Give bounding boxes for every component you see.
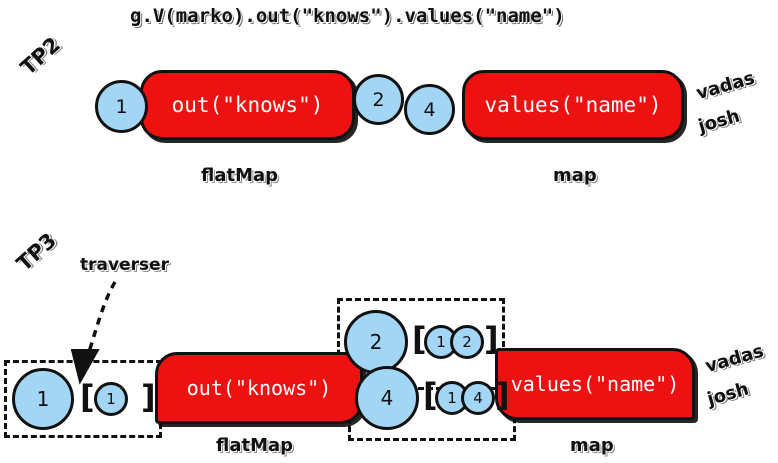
tp2-result-vadas: vadas: [694, 67, 758, 105]
tp3-branch-upper-node[interactable]: 2: [344, 310, 408, 374]
tp3-version-label: TP3: [12, 228, 62, 276]
tp3-branch-lower-close-bracket: ]: [495, 376, 510, 414]
tp3-branch-upper-open-bracket: [: [412, 320, 427, 358]
traverser-arrow-line: [87, 281, 117, 353]
tp3-map-step[interactable]: values("name"): [495, 348, 695, 420]
tp3-result-josh: josh: [705, 378, 752, 411]
tp3-input-node[interactable]: 1: [12, 368, 74, 430]
tp3-branch-upper-path-node-1[interactable]: 1: [424, 325, 458, 359]
traversal-title: g.V(marko).out("knows").values("name"): [130, 5, 565, 27]
tp3-flatmap-step[interactable]: out("knows"): [155, 352, 363, 424]
tp3-branch-lower-open-bracket: [: [423, 376, 438, 414]
tp3-input-path-node-1[interactable]: 1: [94, 382, 128, 416]
tp2-map-caption: map: [553, 165, 597, 186]
traverser-annotation-label: traverser: [80, 255, 170, 275]
tp2-version-label: TP2: [16, 32, 66, 80]
tp2-map-step[interactable]: values("name"): [462, 70, 684, 140]
tp3-input-open-bracket: [: [80, 378, 95, 416]
tp3-branch-lower-node[interactable]: 4: [355, 366, 419, 430]
tp2-node-mid-upper[interactable]: 2: [353, 74, 404, 125]
tp3-branch-upper-close-bracket: ]: [484, 320, 499, 358]
tp2-flatmap-caption: flatMap: [201, 165, 279, 186]
tp2-node-mid-lower[interactable]: 4: [404, 84, 455, 135]
tp2-flatmap-step[interactable]: out("knows"): [140, 70, 355, 140]
tp3-flatmap-caption: flatMap: [216, 435, 294, 456]
tp3-map-caption: map: [570, 435, 614, 456]
tp3-input-close-bracket: ]: [141, 378, 156, 416]
tp2-result-josh: josh: [696, 105, 743, 138]
tp3-result-vadas: vadas: [703, 340, 767, 378]
tp3-branch-lower-path-node-2[interactable]: 4: [461, 381, 495, 415]
tp3-branch-upper-path-node-2[interactable]: 2: [450, 325, 484, 359]
tp2-node-start[interactable]: 1: [95, 80, 148, 133]
